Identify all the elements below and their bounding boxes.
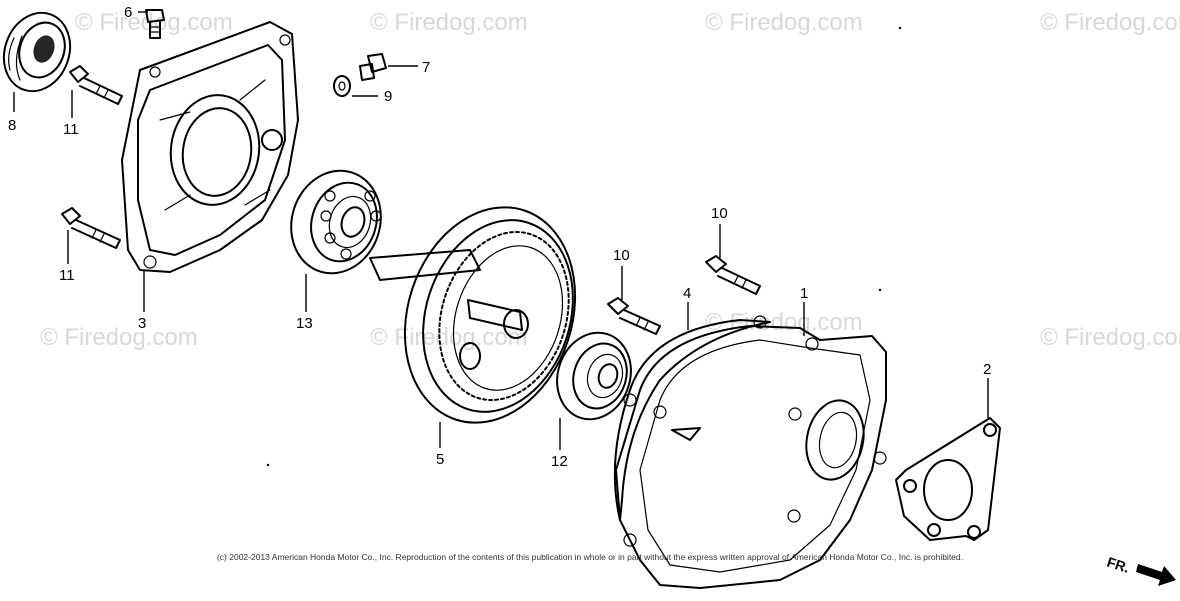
oil-seal-part-8 [2, 11, 72, 93]
arrow-right-icon [1136, 564, 1176, 586]
bolt-part-11-upper [69, 65, 123, 105]
part-label: 6 [124, 4, 132, 21]
washer-part-9 [333, 75, 351, 97]
part-label: 5 [436, 451, 444, 468]
watermark: © Firedog.com [705, 309, 863, 336]
part-label: 2 [983, 361, 991, 378]
part-label: 9 [384, 88, 392, 105]
part-label: 7 [422, 59, 430, 76]
bolt-part-11-lower [61, 207, 121, 249]
flange-part-2 [895, 417, 1001, 541]
part-label: 10 [711, 205, 728, 222]
watermark: © Firedog.com [370, 324, 528, 351]
front-label: FR. [1105, 554, 1131, 576]
part-label: 13 [296, 315, 313, 332]
watermark: © Firedog.com [1040, 9, 1180, 36]
housing-part-3 [121, 21, 299, 273]
bolt-part-6 [145, 9, 165, 39]
bolt-part-10-left [607, 297, 661, 335]
watermark-group: © Firedog.com © Firedog.com © Firedog.co… [40, 9, 1180, 351]
gasket-part-4 [613, 319, 771, 521]
copyright-notice: (c) 2002-2013 American Honda Motor Co., … [216, 552, 964, 562]
drain-plug-part-7 [359, 53, 387, 81]
cover-part-1 [615, 315, 887, 589]
bearing-part-12 [556, 331, 632, 421]
watermark: © Firedog.com [1040, 324, 1180, 351]
bearing-part-13 [290, 169, 382, 275]
ring-gear-part-5 [369, 206, 577, 424]
part-label: 10 [613, 247, 630, 264]
front-direction-indicator: FR. [1105, 554, 1176, 586]
watermark: © Firedog.com [40, 324, 198, 351]
leader-lines [13, 11, 989, 450]
part-label: 11 [59, 267, 75, 284]
part-label: 3 [138, 315, 146, 332]
watermark: © Firedog.com [370, 9, 528, 36]
part-labels: 8 11 6 7 9 11 3 13 5 12 10 10 4 1 2 [8, 4, 991, 470]
watermark: © Firedog.com [705, 9, 863, 36]
part-label: 12 [551, 453, 568, 470]
part-label: 1 [800, 285, 808, 302]
part-label: 8 [8, 117, 16, 134]
stray-marks [266, 26, 902, 467]
bolt-part-10-right [705, 255, 761, 295]
part-label: 4 [683, 285, 691, 302]
part-label: 11 [63, 121, 79, 138]
